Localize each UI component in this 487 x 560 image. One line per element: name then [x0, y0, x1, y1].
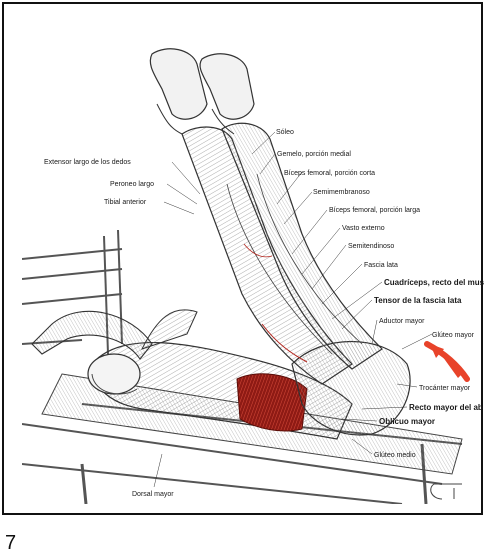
- label-biceps-corta: Bíceps femoral, porción corta: [284, 170, 375, 177]
- label-cuadriceps: Cuadríceps, recto del mus: [384, 278, 485, 287]
- label-gemelo: Gemelo, porción medial: [277, 151, 351, 158]
- label-extensor: Extensor largo de los dedos: [44, 159, 131, 166]
- label-oblicuo: Oblicuo mayor: [379, 417, 435, 426]
- label-aductor: Aductor mayor: [379, 318, 425, 325]
- label-semitendinoso: Semitendinoso: [348, 243, 394, 250]
- label-biceps-larga: Bíceps femoral, porción larga: [329, 207, 420, 214]
- label-peroneo: Peroneo largo: [110, 181, 154, 188]
- label-tensor: Tensor de la fascia lata: [374, 296, 462, 305]
- label-fascia: Fascia lata: [364, 262, 398, 269]
- head: [88, 354, 140, 394]
- label-gluteo-medio: Glúteo medio: [374, 452, 416, 459]
- label-soleo: Sóleo: [276, 129, 294, 136]
- figure-frame: Sóleo Gemelo, porción medial Extensor la…: [2, 2, 483, 515]
- label-tibial: Tibial anterior: [104, 199, 147, 206]
- arm: [32, 311, 152, 359]
- corner-mark: [431, 484, 462, 499]
- motion-arrow-icon: [427, 344, 467, 379]
- label-dorsal: Dorsal mayor: [132, 491, 174, 498]
- label-trocanter: Trocánter mayor: [419, 385, 471, 392]
- page-number: 7: [5, 532, 16, 555]
- leg-raise-anatomy-illustration: Sóleo Gemelo, porción medial Extensor la…: [22, 44, 487, 504]
- label-gluteo-mayor: Glúteo mayor: [432, 332, 475, 339]
- label-semimembranoso: Semimembranoso: [313, 189, 370, 196]
- label-vasto: Vasto externo: [342, 225, 385, 232]
- label-recto-abd: Recto mayor del ab: [409, 403, 483, 412]
- right-foot: [200, 54, 254, 119]
